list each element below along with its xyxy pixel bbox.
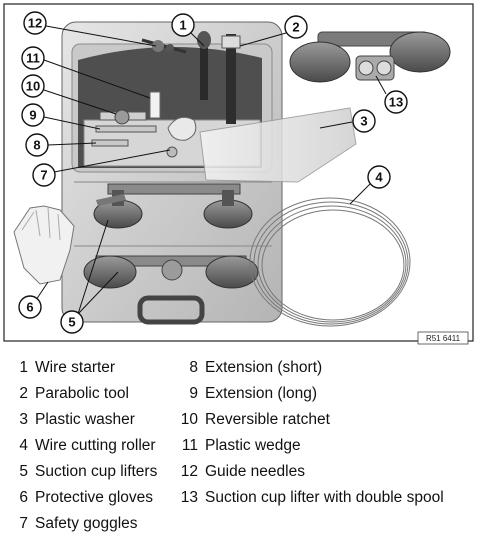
callout-13: 13 [375, 75, 408, 114]
callout-9: 9 [21, 103, 101, 130]
tool-kit-illustration: 1 2 3 4 5 6 7 8 9 [3, 3, 474, 345]
svg-text:2: 2 [292, 20, 299, 35]
suction-cup-lifter-lower [83, 255, 259, 289]
plastic-wedge [149, 91, 161, 119]
svg-text:9: 9 [29, 108, 36, 123]
protective-gloves [13, 205, 75, 285]
svg-text:7: 7 [40, 168, 47, 183]
reversible-ratchet [99, 109, 147, 125]
wire-starter [197, 31, 211, 100]
callout-6: 6 [18, 281, 49, 319]
callout-7: 7 [32, 149, 171, 187]
callout-4: 4 [349, 165, 391, 205]
reference-code: R51 6411 [417, 331, 469, 345]
callout-3: 3 [319, 109, 376, 133]
guide-needles [141, 38, 187, 54]
svg-text:R51 6411: R51 6411 [426, 334, 461, 343]
safety-goggles [166, 116, 197, 158]
svg-text:12: 12 [28, 16, 42, 31]
svg-text:8: 8 [33, 138, 40, 153]
tool-kit-figure: 1 2 3 4 5 6 7 8 9 [3, 3, 474, 345]
callout-10: 10 [21, 74, 117, 115]
callout-5: 5 [60, 219, 119, 334]
callout-1: 1 [171, 13, 205, 47]
svg-text:11: 11 [26, 51, 40, 66]
svg-text:1: 1 [179, 18, 186, 33]
callout-11: 11 [21, 46, 151, 99]
svg-text:3: 3 [360, 114, 367, 129]
svg-text:10: 10 [26, 79, 40, 94]
svg-text:6: 6 [26, 300, 33, 315]
parabolic-tool [221, 34, 241, 124]
wire-cutting-roller [249, 197, 411, 327]
double-spool-suction-lifter [289, 31, 451, 83]
case-handle [137, 295, 205, 325]
svg-text:5: 5 [68, 315, 75, 330]
callout-2: 2 [239, 15, 308, 47]
svg-text:13: 13 [389, 95, 403, 110]
callout-8: 8 [25, 133, 97, 157]
plastic-washer-panel [199, 107, 357, 183]
suction-cup-lifter-upper [93, 183, 253, 229]
svg-text:4: 4 [375, 170, 383, 185]
callout-12: 12 [23, 11, 157, 47]
